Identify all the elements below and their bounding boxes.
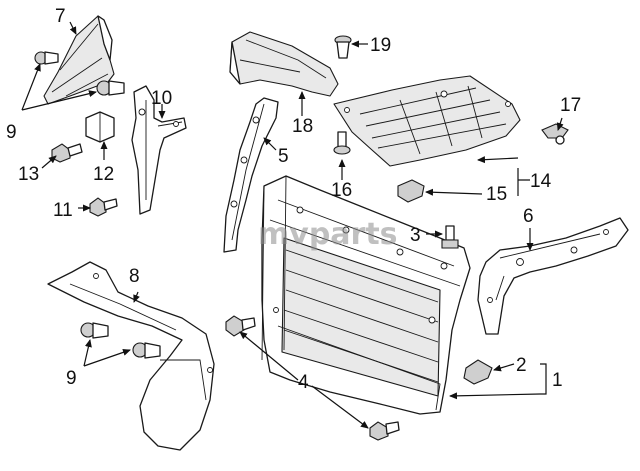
callout-12: 12 bbox=[93, 164, 114, 185]
callout-17: 17 bbox=[560, 95, 581, 116]
callout-10: 10 bbox=[151, 88, 172, 109]
callout-3: 3 bbox=[410, 225, 421, 246]
push-clip-upper-2 bbox=[96, 80, 125, 96]
callout-19: 19 bbox=[370, 35, 391, 56]
air-guide-lower-left-part bbox=[47, 261, 215, 451]
side-support-right-part bbox=[477, 217, 629, 335]
small-bracket-part bbox=[85, 111, 115, 143]
callout-15: 15 bbox=[486, 184, 507, 205]
bolt-4-upper-part bbox=[225, 315, 256, 337]
air-guide-upper-left-part bbox=[43, 15, 115, 105]
center-support-bracket-part bbox=[223, 97, 279, 253]
callout-7: 7 bbox=[55, 6, 66, 27]
callout-18: 18 bbox=[292, 116, 313, 137]
callout-4: 4 bbox=[298, 372, 309, 393]
bolt-4-lower-part bbox=[369, 421, 400, 441]
callout-9-upper: 9 bbox=[6, 122, 17, 143]
callout-13: 13 bbox=[18, 164, 39, 185]
bolt-13-part bbox=[51, 143, 83, 163]
callout-14: 14 bbox=[530, 171, 552, 192]
leader-lines bbox=[21, 21, 564, 429]
clip-17-part bbox=[541, 123, 569, 145]
radiator-support-part bbox=[261, 175, 471, 415]
watermark-text: mvparts bbox=[258, 217, 398, 252]
side-bracket-vertical-part bbox=[131, 85, 187, 215]
callout-2: 2 bbox=[516, 355, 527, 376]
callout-6: 6 bbox=[523, 206, 534, 227]
callout-16: 16 bbox=[331, 180, 352, 201]
clip-nut-2-part bbox=[463, 359, 493, 385]
callout-5: 5 bbox=[278, 146, 289, 167]
clip-nut-15-part bbox=[397, 179, 425, 203]
push-clip-lower-2 bbox=[132, 342, 161, 359]
callout-9-lower: 9 bbox=[66, 368, 77, 389]
engine-under-cover-part bbox=[333, 75, 521, 167]
callout-labels: 7 9 10 12 13 11 19 18 5 16 17 14 15 3 6 … bbox=[6, 6, 581, 393]
upper-air-duct-part bbox=[229, 31, 339, 97]
bolt-3-part bbox=[441, 225, 459, 249]
push-clip-upper-1 bbox=[34, 51, 59, 65]
bolt-11-part bbox=[89, 197, 118, 217]
clip-19-part bbox=[334, 35, 352, 59]
push-clip-lower-1 bbox=[80, 322, 109, 339]
callout-1: 1 bbox=[552, 370, 563, 391]
callout-11: 11 bbox=[53, 200, 73, 221]
bolt-16-part bbox=[333, 131, 351, 155]
callout-8: 8 bbox=[129, 266, 140, 287]
